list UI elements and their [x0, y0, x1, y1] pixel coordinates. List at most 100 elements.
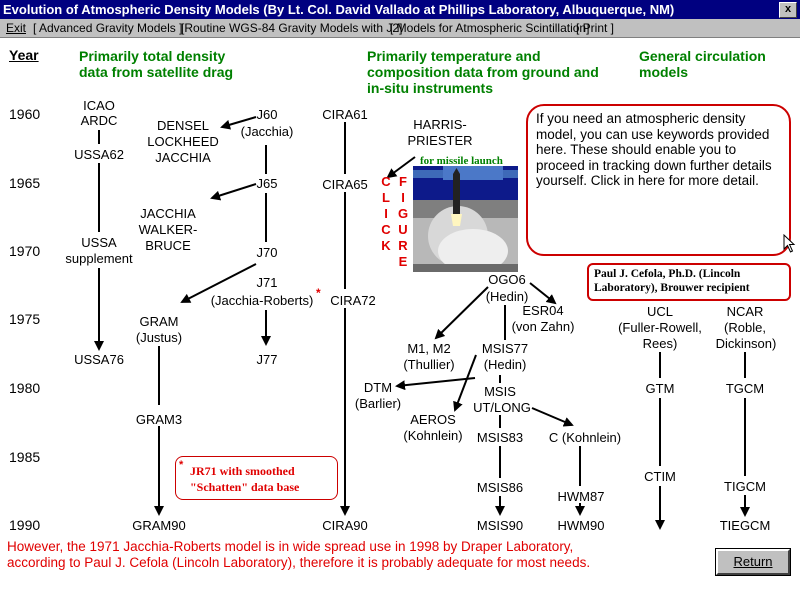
- model-lockheed[interactable]: LOCKHEED: [147, 134, 219, 149]
- model-jacchia-roberts[interactable]: (Jacchia-Roberts): [210, 293, 314, 308]
- column-header-general-circulation: General circulation models: [639, 48, 766, 80]
- column-header-temperature-composition: Primarily temperature and composition da…: [367, 48, 599, 96]
- missile-launch-caption: for missile launch: [420, 155, 503, 167]
- menu-print[interactable]: [ Print ]: [576, 21, 615, 35]
- rocket-launch-image[interactable]: [413, 166, 518, 272]
- model-gram90[interactable]: GRAM90: [132, 518, 186, 533]
- jr71-note-line1: JR71 with smoothed: [190, 464, 295, 478]
- model-msis77-hedin[interactable]: (Hedin): [483, 357, 527, 372]
- model-cira72[interactable]: CIRA72: [330, 293, 376, 308]
- model-aeros[interactable]: AEROS: [410, 412, 456, 427]
- year-1990: 1990: [9, 517, 41, 533]
- info-box-text: If you need an atmospheric density model…: [536, 111, 772, 188]
- model-ncar-roble[interactable]: (Roble,: [724, 320, 766, 335]
- model-ogo6[interactable]: OGO6: [488, 272, 526, 287]
- model-ardc[interactable]: ARDC: [80, 113, 118, 128]
- close-button[interactable]: x: [779, 2, 797, 18]
- model-gram-justus[interactable]: (Justus): [135, 330, 183, 345]
- return-button-label: Return: [733, 554, 773, 569]
- model-jwb-bruce[interactable]: BRUCE: [145, 238, 191, 253]
- window-title: Evolution of Atmospheric Density Models …: [3, 2, 675, 17]
- model-ussa-supplement[interactable]: supplement: [65, 251, 133, 266]
- figure-letter: I: [401, 190, 405, 205]
- model-ucl-rees[interactable]: Rees): [642, 336, 678, 351]
- model-gram3[interactable]: GRAM3: [135, 412, 183, 427]
- model-m1m2-thullier[interactable]: (Thullier): [403, 357, 455, 372]
- rocket-launch-picture: [413, 166, 518, 272]
- model-icao[interactable]: ICAO: [83, 98, 115, 113]
- model-gram[interactable]: GRAM: [139, 314, 179, 329]
- click-letter: C: [381, 174, 391, 189]
- model-ncar-dickinson[interactable]: Dickinson): [715, 336, 777, 351]
- model-j60[interactable]: J60: [256, 107, 278, 122]
- model-esr04[interactable]: ESR04: [522, 303, 564, 318]
- model-j71[interactable]: J71: [256, 275, 278, 290]
- model-tiegcm[interactable]: TIEGCM: [719, 518, 771, 533]
- menu-wgs84-gravity[interactable]: [Routine WGS-84 Gravity Models with J2]: [181, 21, 403, 35]
- click-letter: L: [382, 190, 390, 205]
- model-aeros-kohnlein[interactable]: (Kohnlein): [403, 428, 463, 443]
- cefola-box: Paul J. Cefola, Ph.D. (Lincoln Laborator…: [587, 263, 791, 301]
- model-msis86[interactable]: MSIS86: [476, 480, 524, 495]
- model-ctim[interactable]: CTIM: [644, 469, 676, 484]
- click-letter: K: [381, 238, 391, 253]
- model-jwb-walker[interactable]: WALKER-: [138, 222, 198, 237]
- model-j60-jacchia[interactable]: (Jacchia): [240, 124, 294, 139]
- model-msis-ut[interactable]: MSIS: [484, 384, 516, 399]
- model-msis90[interactable]: MSIS90: [476, 518, 524, 533]
- model-m1m2[interactable]: M1, M2: [407, 341, 451, 356]
- info-box[interactable]: If you need an atmospheric density model…: [526, 104, 791, 256]
- model-gtm[interactable]: GTM: [645, 381, 675, 396]
- model-j70[interactable]: J70: [256, 245, 278, 260]
- model-jacchia[interactable]: JACCHIA: [155, 150, 211, 165]
- cefola-text: Paul J. Cefola, Ph.D. (Lincoln Laborator…: [594, 268, 750, 294]
- model-msis83[interactable]: MSIS83: [476, 430, 524, 445]
- model-ussa62[interactable]: USSA62: [74, 147, 124, 162]
- model-j65[interactable]: J65: [256, 176, 278, 191]
- return-button[interactable]: Return: [715, 548, 791, 576]
- model-ucl-fuller-rowell[interactable]: (Fuller-Rowell,: [618, 320, 702, 335]
- jr71-note-line2: "Schatten" data base: [190, 480, 300, 494]
- click-label[interactable]: C L I C K: [379, 174, 393, 254]
- model-esr04-vonzahn[interactable]: (von Zahn): [511, 319, 575, 334]
- year-1960: 1960: [9, 106, 41, 122]
- model-dtm-barlier[interactable]: (Barlier): [354, 396, 402, 411]
- model-cira65[interactable]: CIRA65: [322, 177, 368, 192]
- year-1975: 1975: [9, 311, 41, 327]
- model-ussa76[interactable]: USSA76: [74, 352, 124, 367]
- menu-exit[interactable]: Exit: [6, 21, 27, 35]
- figure-letter: F: [399, 174, 407, 189]
- model-cira90[interactable]: CIRA90: [322, 518, 368, 533]
- menu-scintillation[interactable]: [ Models for Atmospheric Scintillation]: [390, 21, 590, 35]
- year-1965: 1965: [9, 175, 41, 191]
- figure-letter: U: [398, 222, 408, 237]
- model-ussa[interactable]: USSA: [81, 235, 117, 250]
- model-priester[interactable]: PRIESTER: [407, 133, 473, 148]
- model-j77[interactable]: J77: [256, 352, 278, 367]
- model-hwm90[interactable]: HWM90: [557, 518, 605, 533]
- model-c-kohnlein[interactable]: C (Kohnlein): [548, 430, 622, 445]
- year-1970: 1970: [9, 243, 41, 259]
- jr71-asterisk: *: [179, 459, 184, 471]
- model-msis77[interactable]: MSIS77: [481, 341, 529, 356]
- model-msis-utlong[interactable]: UT/LONG: [473, 400, 531, 415]
- menu-advanced-gravity[interactable]: [ Advanced Gravity Models ]: [33, 21, 183, 35]
- model-ncar[interactable]: NCAR: [726, 304, 764, 319]
- model-tgcm[interactable]: TGCM: [725, 381, 765, 396]
- figure-letter: G: [397, 206, 409, 221]
- model-dtm[interactable]: DTM: [363, 380, 393, 395]
- model-jwb-jacchia[interactable]: JACCHIA: [140, 206, 196, 221]
- year-1980: 1980: [9, 380, 41, 396]
- model-tigcm[interactable]: TIGCM: [724, 479, 766, 494]
- model-hwm87[interactable]: HWM87: [557, 489, 605, 504]
- model-ogo6-hedin[interactable]: (Hedin): [485, 289, 529, 304]
- model-ucl[interactable]: UCL: [646, 304, 673, 319]
- figure-label[interactable]: F I G U R E: [396, 174, 410, 270]
- model-cira61[interactable]: CIRA61: [322, 107, 368, 122]
- title-bar: Evolution of Atmospheric Density Models …: [0, 0, 800, 19]
- year-1985: 1985: [9, 449, 41, 465]
- model-harris[interactable]: HARRIS-: [413, 117, 467, 132]
- jr71-note-box: * JR71 with smoothed "Schatten" data bas…: [175, 456, 338, 500]
- model-densel[interactable]: DENSEL: [156, 118, 210, 133]
